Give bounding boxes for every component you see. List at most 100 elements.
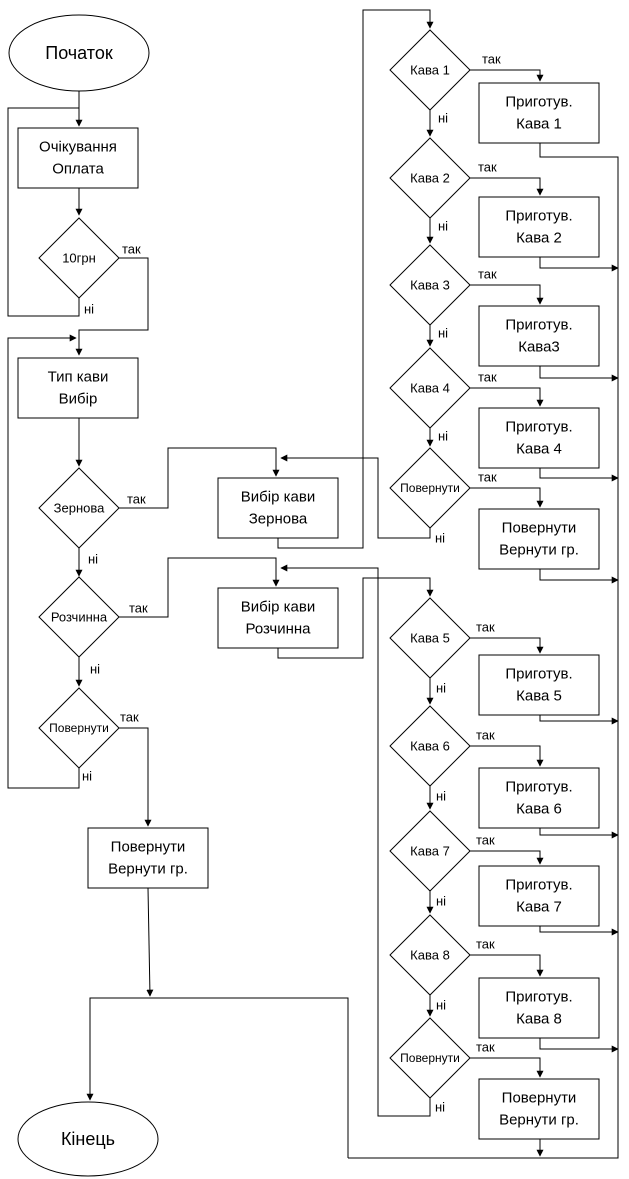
grain-prepare-box-3: Приготув.Кава3	[478, 305, 600, 367]
instant-return-box-shape	[478, 1078, 600, 1140]
instant-prepare-box-4: Приготув.Кава 8	[478, 977, 600, 1039]
grain-prepare-box-1-shape	[478, 82, 600, 144]
edge-return-to-merge	[146, 887, 154, 997]
grain-prepare-box-1: Приготув.Кава 1	[478, 82, 600, 144]
start-terminator-label: Початок	[45, 43, 113, 63]
instant-prepare-box-2-shape	[478, 767, 600, 829]
payment-check-label: 10грн	[62, 251, 96, 266]
grain-check-shape	[38, 467, 120, 549]
payment-no-label: ні	[84, 302, 94, 317]
grain-yes-edge-5	[470, 487, 544, 508]
grain-no-label-2: ні	[438, 219, 448, 234]
instant-yes-edge-2	[470, 745, 544, 767]
edge-return-yes	[119, 727, 152, 827]
grain-coffee-check-3: Кава 3	[389, 244, 471, 326]
instant-prepare-box-4-shape	[478, 977, 600, 1039]
instant-coffee-check-1: Кава 5	[389, 597, 471, 679]
grain-coffee-check-1-label: Кава 1	[410, 63, 450, 78]
edge-payment-no-loop	[7, 107, 80, 317]
grain-yes-label-4: так	[478, 370, 497, 385]
grain-return-box-line-1: Повернути	[502, 520, 577, 537]
grain-prepare-box-1-line-2: Кава 1	[516, 116, 562, 133]
payment-yes-label: так	[122, 242, 141, 257]
grain-yes-label-2: так	[478, 160, 497, 175]
instant-yes-label-4: так	[476, 937, 495, 952]
instant-select-box-line-1: Вибір кави	[241, 599, 315, 616]
grain-coffee-check-4-shape	[389, 347, 471, 429]
grain-yes-edge-4	[470, 387, 544, 407]
edge-merge-to-end	[86, 997, 349, 1158]
grain-prepare-box-3-shape	[478, 305, 600, 367]
grain-yes-label-1: так	[482, 52, 501, 67]
instant-yes-edge-3	[470, 850, 544, 865]
edge-instant-return-no	[280, 564, 431, 1117]
grain-return-box-shape	[478, 508, 600, 570]
instant-prepare-box-3-line-2: Кава 7	[516, 899, 562, 916]
instant-return-box-line-1: Повернути	[502, 1090, 577, 1107]
coffee-type-box-shape	[17, 357, 139, 419]
instant-yes-edge-4	[470, 954, 544, 977]
grain-prepare-box-4-line-2: Кава 4	[516, 441, 562, 458]
start-terminator-shape	[8, 14, 150, 92]
instant-yes-edge-5	[470, 1057, 544, 1078]
grain-select-box-shape	[217, 477, 339, 539]
grain-coffee-check-1: Кава 1	[389, 29, 471, 111]
bus-output-edge-2	[539, 257, 619, 272]
grain-yes-edge-2	[470, 177, 544, 196]
wait-payment-box-line-1: Очікування	[39, 139, 117, 156]
grain-prepare-box-2: Приготув.Кава 2	[478, 196, 600, 258]
instant-coffee-check-1-shape	[389, 597, 471, 679]
instant-yes-label-2: так	[476, 728, 495, 743]
instant-coffee-check-5: Повернути	[389, 1017, 471, 1099]
wait-payment-box-shape	[17, 127, 139, 189]
return-check-label: Повернути	[49, 721, 109, 735]
return-check-shape	[38, 687, 120, 769]
instant-coffee-check-4-shape	[389, 914, 471, 996]
grain-coffee-check-3-shape	[389, 244, 471, 326]
instant-no-label-2: ні	[436, 789, 446, 804]
instant-coffee-check-1-label: Кава 5	[410, 631, 450, 646]
grain-coffee-check-4: Кава 4	[389, 347, 471, 429]
edge-grain-return-no	[280, 454, 431, 539]
bus-output-edge-3	[539, 366, 619, 382]
bus-output-edge-4	[539, 468, 619, 482]
edge-instant-select-to-kava5	[277, 577, 434, 659]
instant-coffee-check-4-label: Кава 8	[410, 948, 450, 963]
instant-prepare-box-3: Приготув.Кава 7	[478, 865, 600, 927]
grain-prepare-box-4-shape	[478, 407, 600, 469]
instant-coffee-check-4: Кава 8	[389, 914, 471, 996]
return-no-label: ні	[82, 769, 92, 784]
grain-prepare-box-2-shape	[478, 196, 600, 258]
grain-no-label: ні	[88, 552, 98, 567]
grain-coffee-check-5-label: Повернути	[400, 481, 460, 495]
grain-prepare-box-4: Приготув.Кава 4	[478, 407, 600, 469]
end-terminator-label: Кінець	[61, 1129, 115, 1149]
instant-prepare-box-2-line-2: Кава 6	[516, 801, 562, 818]
grain-no-label-4: ні	[438, 429, 448, 444]
instant-select-box-line-2: Розчинна	[245, 621, 311, 638]
return-yes-label: так	[120, 710, 139, 725]
instant-coffee-check-2: Кава 6	[389, 705, 471, 787]
end-terminator-shape	[17, 1101, 159, 1177]
instant-yes-edge-1	[470, 637, 544, 654]
grain-prepare-box-2-line-1: Приготув.	[505, 208, 572, 225]
instant-no-label-1: ні	[436, 681, 446, 696]
payment-check: 10грн	[38, 217, 120, 299]
instant-coffee-check-3-label: Кава 7	[410, 844, 450, 859]
bus-output-edge-5	[539, 569, 619, 584]
edge-payment-yes	[75, 257, 149, 356]
bus-main-edge	[348, 143, 619, 1159]
start-terminator: Початок	[8, 14, 150, 92]
instant-coffee-check-3-shape	[389, 810, 471, 892]
instant-coffee-check-2-shape	[389, 705, 471, 787]
return-check: Повернути	[38, 687, 120, 769]
grain-check: Зернова	[38, 467, 120, 549]
edge-grain-select-to-kava1	[277, 9, 434, 549]
grain-coffee-check-4-label: Кава 4	[410, 381, 450, 396]
bus-output-edge-7	[539, 828, 619, 839]
grain-return-box-line-2: Вернути гр.	[499, 542, 579, 559]
instant-check-shape	[38, 576, 120, 658]
